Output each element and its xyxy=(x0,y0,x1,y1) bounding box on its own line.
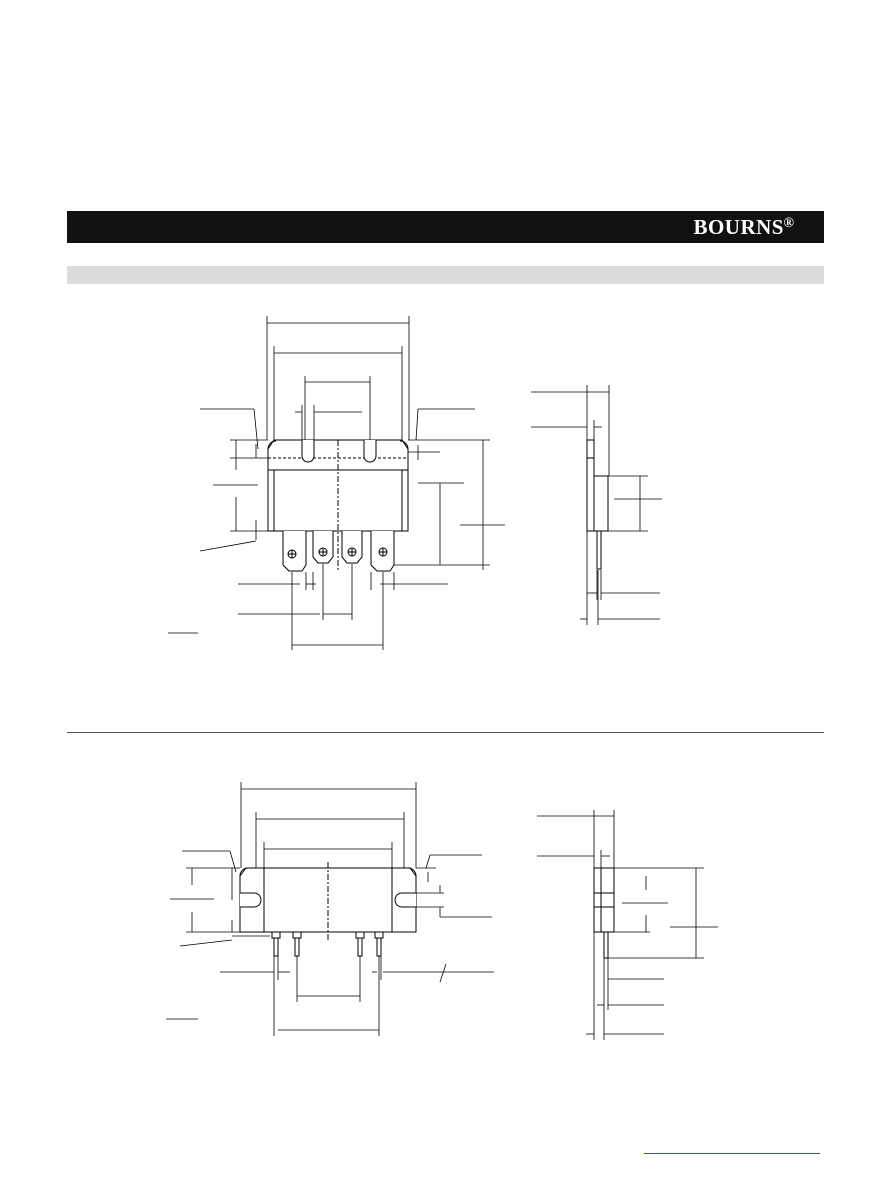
section-title-bar xyxy=(67,266,824,284)
bourns-logo: BOURNS xyxy=(693,215,784,239)
registered-mark: ® xyxy=(783,216,794,231)
header-bar: BOURNS ® xyxy=(67,211,824,243)
footer-web-link[interactable] xyxy=(644,1153,820,1154)
section-divider xyxy=(67,732,824,733)
